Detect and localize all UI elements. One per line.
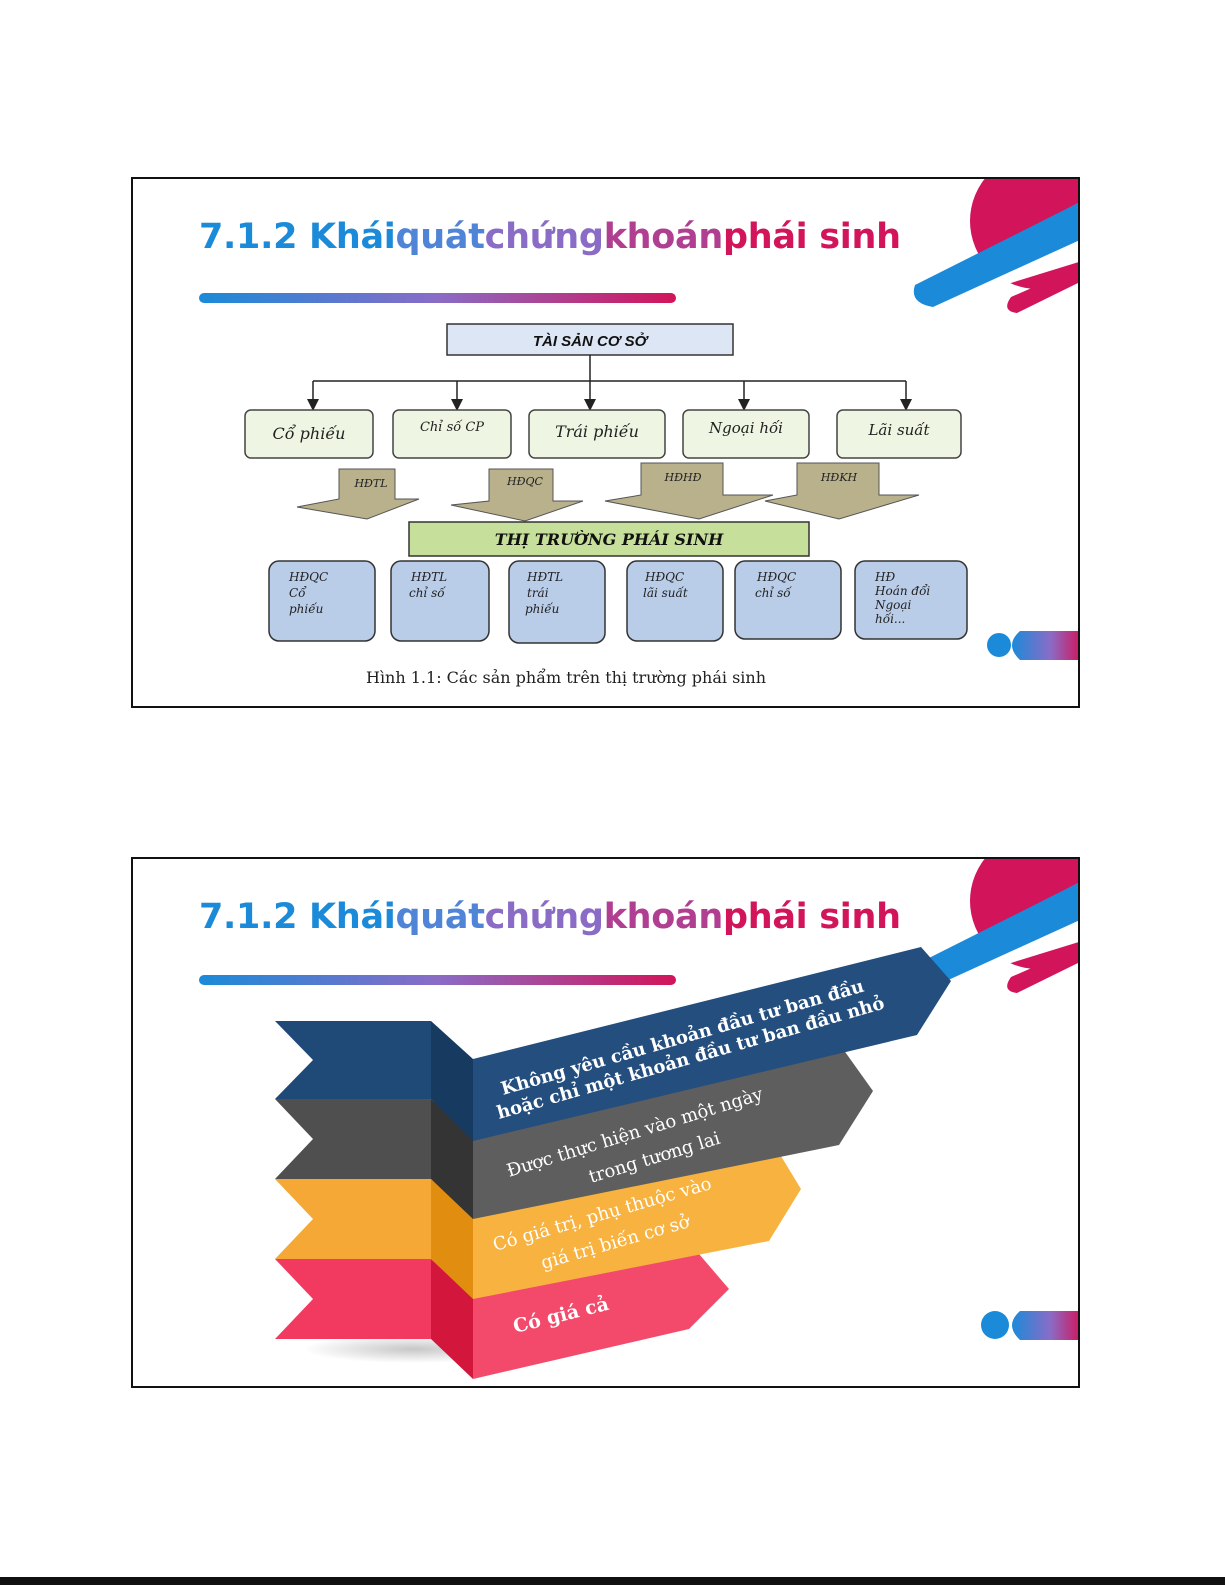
page-bottom-rule	[0, 1577, 1225, 1585]
derivatives-market-box	[408, 521, 810, 557]
product-box: HĐ Hoán đổi Ngoại hối...	[854, 560, 968, 640]
svg-text:Ngoại: Ngoại	[874, 598, 912, 612]
asset-label: Ngoại hối	[708, 419, 783, 437]
product-box: HĐQC chỉ số	[734, 560, 842, 640]
feature-ribbon: Có giá trị, phụ thuộc vào giá trị biến c…	[275, 1143, 801, 1299]
svg-text:Cổ: Cổ	[289, 585, 307, 600]
asset-box	[682, 409, 810, 459]
svg-text:Hoán đổi: Hoán đổi	[874, 583, 930, 598]
contract-label: HĐQC	[506, 475, 543, 488]
svg-text:HĐQC: HĐQC	[644, 570, 684, 584]
asset-label: Chỉ số CP	[420, 419, 484, 435]
asset-label: Cổ phiếu	[273, 424, 346, 443]
svg-text:trái: trái	[527, 586, 549, 600]
asset-label: Lãi suất	[867, 421, 930, 439]
svg-text:hối...: hối...	[875, 611, 905, 626]
magenta-stripe-shape	[1007, 947, 1078, 993]
magenta-stripe-shape	[1007, 267, 1078, 313]
contract-arrow	[296, 468, 420, 520]
features-infographic: Có giá cả Có giá trị, phụ thuộc vào giá …	[275, 947, 951, 1379]
slide-1-title: 7.1.2 Khái quát chứng khoán phái sinh	[199, 217, 901, 257]
slide-2-title: 7.1.2 Khái quát chứng khoán phái sinh	[199, 897, 901, 937]
asset-box	[244, 409, 374, 459]
title-part: khoán	[603, 217, 724, 257]
gradient-pill-shape	[1012, 631, 1078, 660]
asset-label: Trái phiếu	[555, 422, 639, 441]
contract-arrow	[450, 468, 584, 522]
figure-caption: Hình 1.1: Các sản phẩm trên thị trường p…	[366, 668, 766, 687]
product-box: HĐQC Cổ phiếu	[268, 560, 376, 642]
title-part: phái sinh	[722, 217, 901, 257]
blue-stripe-shape	[913, 883, 1078, 987]
product-box: HĐTL chỉ số	[390, 560, 490, 642]
title-part: chứng	[484, 217, 604, 257]
title-part: khoán	[603, 897, 724, 937]
gradient-pill-shape	[1012, 1311, 1078, 1340]
title-part: chứng	[484, 897, 604, 937]
slide-2-decoration	[199, 859, 1078, 1340]
contract-label: HĐTL	[353, 477, 387, 490]
title-part: quát	[395, 897, 485, 937]
svg-text:HĐTL: HĐTL	[526, 570, 563, 584]
title-underline	[199, 293, 676, 303]
product-box: HĐTL trái phiếu	[508, 560, 606, 644]
title-part: phái sinh	[722, 897, 901, 937]
title-part: 7.1.2 Khái	[199, 897, 396, 937]
slide-2: 7.1.2 Khái quát chứng khoán phái sinh Có…	[131, 857, 1080, 1388]
blue-stripe-shape	[913, 203, 1078, 307]
title-part: quát	[395, 217, 485, 257]
derivatives-market-label: THỊ TRƯỜNG PHÁI SINH	[495, 529, 724, 549]
svg-text:phiếu: phiếu	[525, 601, 559, 616]
svg-text:lãi suất: lãi suất	[643, 585, 688, 600]
contract-arrow	[604, 462, 774, 520]
svg-text:HĐQC: HĐQC	[756, 570, 796, 584]
blue-dot-shape	[981, 1311, 1009, 1339]
blue-dot-shape	[987, 633, 1011, 657]
underlying-asset-label: TÀI SẢN CƠ SỞ	[533, 332, 650, 350]
asset-box	[836, 409, 962, 459]
asset-box	[528, 409, 666, 459]
contract-label: HĐHĐ	[664, 471, 702, 484]
svg-text:chỉ số: chỉ số	[409, 585, 446, 600]
title-underline	[199, 975, 676, 985]
slide-1-decoration	[199, 179, 1078, 660]
svg-text:HĐQC: HĐQC	[288, 570, 328, 584]
svg-text:chỉ số: chỉ số	[755, 585, 792, 600]
contract-label: HĐKH	[820, 471, 858, 484]
product-box: HĐQC lãi suất	[626, 560, 724, 642]
svg-text:HĐ: HĐ	[874, 570, 895, 584]
feature-ribbon: Có giá cả	[275, 1247, 729, 1379]
svg-text:HĐTL: HĐTL	[410, 570, 447, 584]
title-part: 7.1.2 Khái	[199, 217, 396, 257]
slide-1: 7.1.2 Khái quát chứng khoán phái sinh TÀ…	[131, 177, 1080, 708]
contract-arrow	[764, 462, 920, 520]
svg-text:phiếu: phiếu	[289, 601, 323, 616]
asset-box	[392, 409, 512, 459]
derivatives-diagram: TÀI SẢN CƠ SỞ Cổ phiếu Chỉ số CP Trái ph…	[244, 323, 968, 687]
